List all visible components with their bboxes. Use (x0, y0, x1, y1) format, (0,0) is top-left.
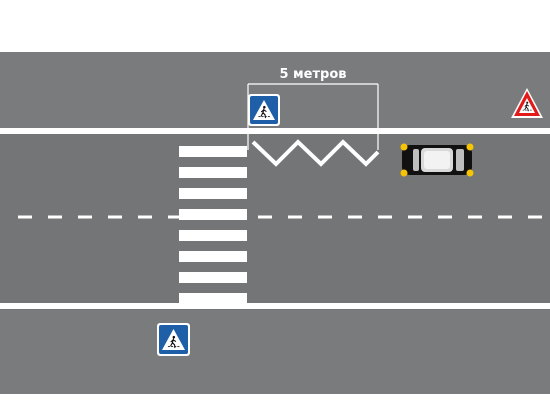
bottom-edge-line (0, 303, 550, 309)
pedestrian-warning-sign-icon (511, 88, 543, 118)
zigzag-marking (251, 139, 380, 167)
zebra-stripe (179, 293, 247, 304)
zebra-stripe (179, 167, 247, 178)
zebra-crossing (179, 146, 247, 304)
zebra-stripe (179, 251, 247, 262)
bottom-sidewalk (0, 310, 550, 394)
car-icon (400, 143, 474, 177)
dimension-label: 5 метров (279, 67, 346, 82)
pedestrian-crossing-sign-icon (157, 323, 190, 356)
hazard-light (466, 169, 474, 177)
zebra-stripe (179, 188, 247, 199)
zebra-stripe (179, 230, 247, 241)
top-edge-line (0, 128, 550, 134)
zebra-stripe (179, 272, 247, 283)
hazard-light (400, 143, 408, 151)
pedestrian-crossing-sign-icon (248, 94, 280, 126)
hazard-light (466, 143, 474, 151)
hazard-light (400, 169, 408, 177)
zebra-stripe (179, 209, 247, 220)
zebra-stripe (179, 146, 247, 157)
